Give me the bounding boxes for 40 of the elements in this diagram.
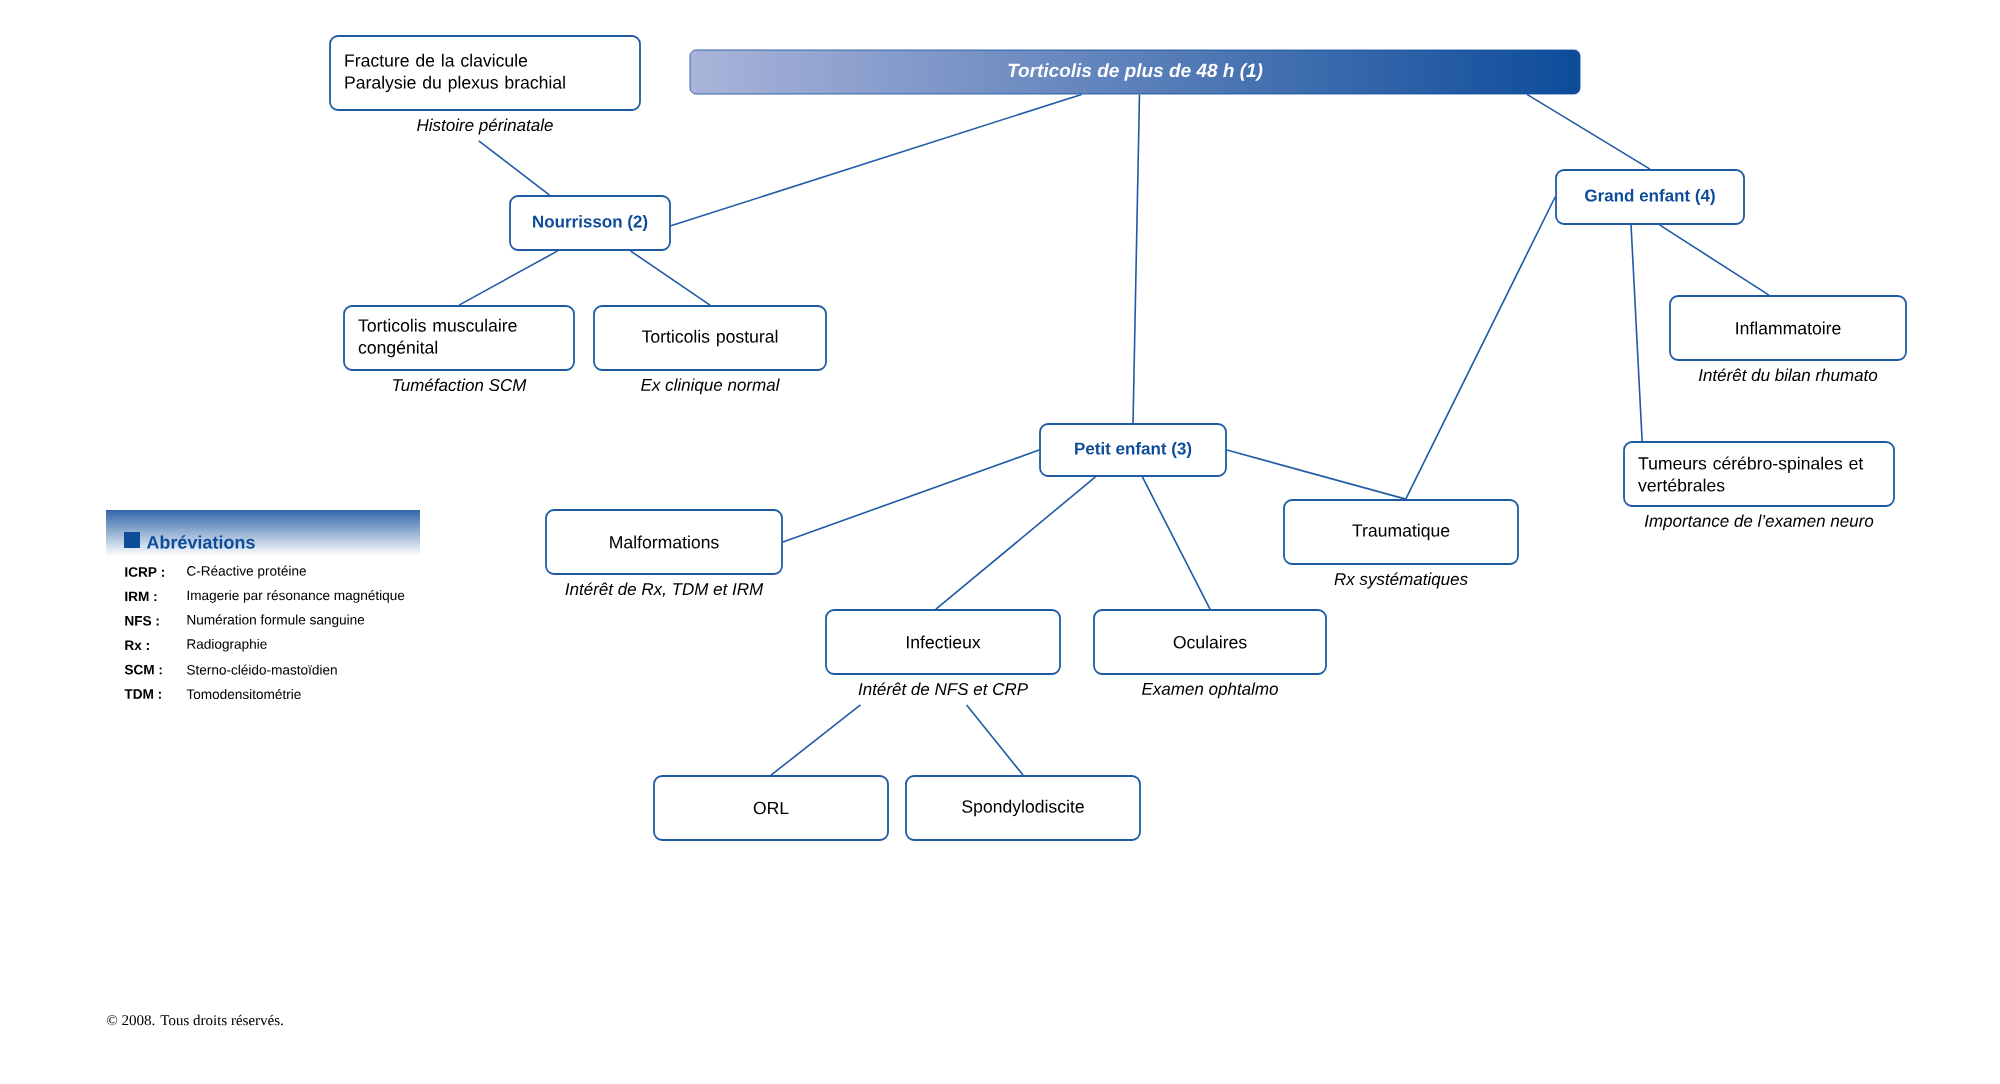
connector-line — [458, 250, 559, 306]
legend-panel: Abréviations — [124, 532, 255, 549]
text-box: Traumatique — [1283, 499, 1519, 565]
connector-line — [1141, 476, 1211, 610]
connector-line — [1226, 449, 1407, 500]
connector-line — [965, 704, 1024, 776]
caption-text: Importance de l’examen neuro — [1644, 514, 1874, 531]
caption-text: Ex clinique normal — [641, 378, 780, 395]
connector-line — [1526, 93, 1651, 170]
text-box: Torticolis musculaire congénital — [343, 305, 575, 371]
connector-line — [782, 449, 1040, 543]
category-box: Petit enfant (3) — [1039, 423, 1227, 477]
text-box: Infectieux — [825, 609, 1061, 675]
text-box: ORL — [653, 775, 889, 841]
connector-line — [1132, 93, 1141, 424]
caption-text: Histoire périnatale — [417, 118, 553, 135]
text-box: Inflammatoire — [1669, 295, 1907, 361]
text-box: Tumeurs cérébro-spinales et vertébrales — [1623, 441, 1895, 507]
connector-line — [935, 476, 1097, 610]
caption-text: Tuméfaction SCM — [393, 378, 527, 392]
caption-text: Intérêt de NFS et CRP — [858, 682, 1028, 696]
caption-text: Rx systématiques — [1334, 572, 1468, 589]
category-box: Nourrisson (2) — [509, 195, 671, 251]
connector-line — [1404, 196, 1556, 500]
caption-text: Intérêt de Rx, TDM et IRM — [565, 582, 764, 598]
text-box: Fracture de la clavicule Paralysie du plexus brachial — [329, 35, 641, 111]
text-box: Oculaires — [1093, 609, 1327, 675]
connector-line — [1630, 224, 1643, 442]
category-box: Grand enfant (4) — [1555, 169, 1745, 225]
connector-line — [770, 704, 862, 776]
text-box: Spondylodiscite — [905, 775, 1141, 841]
connector-line — [629, 250, 711, 306]
caption-text: Examen ophtalmo — [1142, 682, 1278, 699]
title-bar: Torticolis de plus de 48 h (1) — [689, 49, 1581, 95]
connector-line — [670, 93, 1083, 227]
text-box: Malformations — [545, 509, 783, 575]
connector-line — [1658, 224, 1770, 296]
text-box: Torticolis postural — [593, 305, 827, 371]
caption-text: Intérêt du bilan rhumato — [1698, 368, 1878, 382]
connector-line — [477, 140, 551, 196]
